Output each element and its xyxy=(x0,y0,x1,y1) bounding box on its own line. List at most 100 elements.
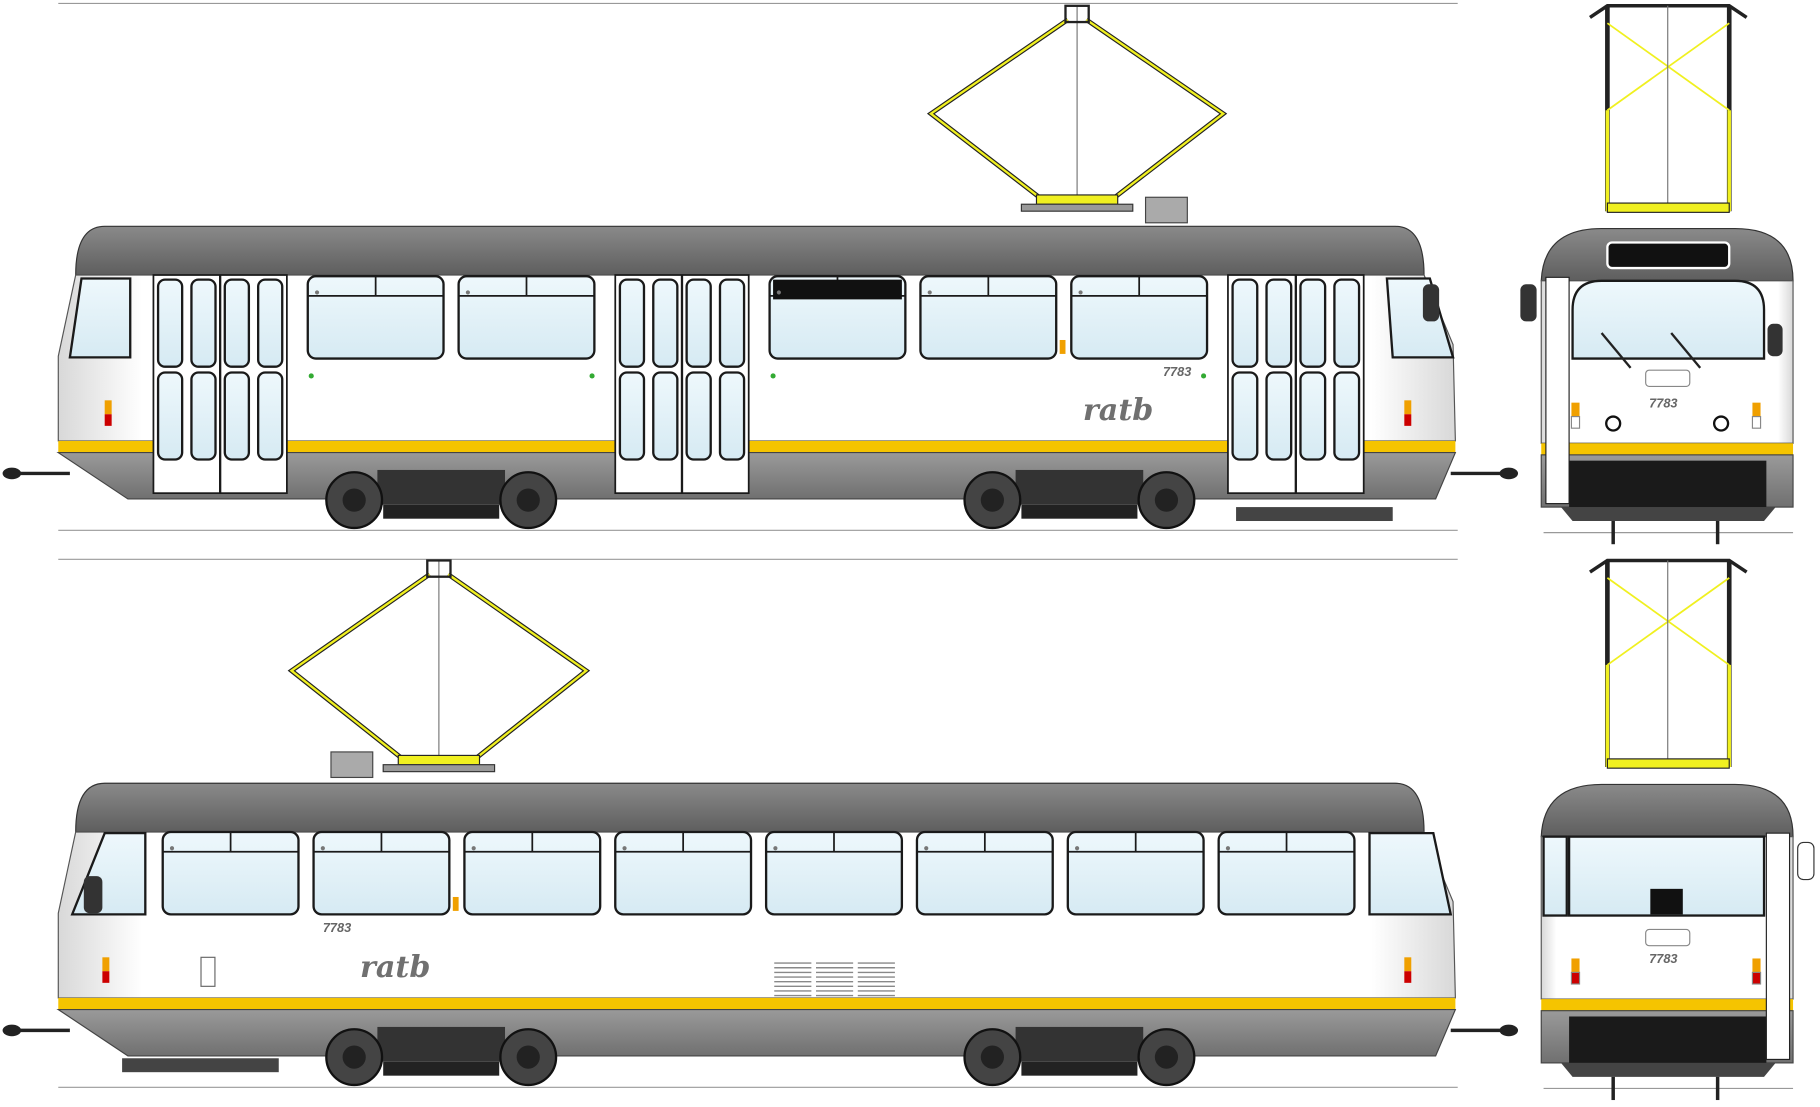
wheel-hub xyxy=(980,1045,1004,1069)
marker-light xyxy=(1571,402,1580,417)
rear-display xyxy=(1650,888,1683,915)
cab-window xyxy=(68,277,132,359)
bogie-frame xyxy=(383,1061,500,1076)
bogie-frame xyxy=(1021,504,1138,519)
pantograph-head xyxy=(426,559,452,578)
marker-light xyxy=(1571,958,1580,973)
roof xyxy=(75,782,1425,833)
bogie-frame xyxy=(1021,1061,1138,1076)
destination-display xyxy=(1606,241,1731,270)
tail-light xyxy=(102,971,110,983)
pantograph-arm-outline xyxy=(1085,17,1228,202)
wheel-hub xyxy=(980,488,1004,512)
yellow-stripe xyxy=(58,440,1456,453)
pantograph-base xyxy=(1606,758,1730,769)
ratb-logo-top-side: ratb xyxy=(1083,393,1153,428)
mirror xyxy=(1767,323,1783,357)
license-plate-holder xyxy=(1645,369,1691,387)
pantograph-arm-outline xyxy=(287,572,431,762)
pantograph-arm xyxy=(447,573,589,761)
door-window xyxy=(1333,278,1361,368)
indicator-light xyxy=(308,373,314,379)
skirt xyxy=(56,1008,1457,1057)
pantograph-base xyxy=(397,754,481,766)
pantograph-base xyxy=(1035,194,1119,205)
window-latch xyxy=(1078,290,1083,295)
anticlimber xyxy=(1560,507,1776,522)
underframe xyxy=(1569,1016,1767,1063)
door-window xyxy=(156,371,184,461)
roof xyxy=(1540,783,1794,838)
step-plate xyxy=(1236,507,1393,522)
tail-light xyxy=(1404,971,1412,983)
door-window xyxy=(1299,371,1327,461)
step-plate xyxy=(122,1058,279,1073)
door-window xyxy=(256,371,284,461)
tail-light xyxy=(1570,415,1581,429)
door-window xyxy=(1265,278,1293,368)
roof-equipment-box xyxy=(330,751,374,779)
vent-grille xyxy=(200,956,216,987)
fleet-number-front: 7783 xyxy=(1649,395,1677,410)
wiper xyxy=(1670,332,1702,369)
coupler-head xyxy=(2,467,22,480)
window-latch xyxy=(773,846,778,851)
wheel-hub xyxy=(516,488,540,512)
window-latch xyxy=(776,290,781,295)
indicator-light xyxy=(589,373,595,379)
indicator-light xyxy=(1201,373,1207,379)
door-window xyxy=(685,371,712,461)
tail-light xyxy=(1751,971,1762,985)
pantograph-head xyxy=(1064,4,1090,24)
marker-light xyxy=(1752,402,1761,417)
marker-light xyxy=(452,896,459,911)
wheel-hub xyxy=(516,1045,540,1069)
destination-display xyxy=(773,279,902,300)
side-view-window-side xyxy=(2,558,1519,1088)
window-latch xyxy=(1075,846,1080,851)
coupler-head xyxy=(1499,467,1519,480)
fleet-number-bottom-side: 7783 xyxy=(323,920,351,935)
door-window xyxy=(156,278,184,368)
roof-equipment-box xyxy=(1144,196,1188,224)
coupler-head xyxy=(1499,1024,1519,1037)
door-window xyxy=(618,278,646,368)
pantograph-arm-outline xyxy=(446,572,591,762)
door-window xyxy=(223,371,251,461)
yellow-stripe xyxy=(1541,443,1794,455)
door-window xyxy=(1231,371,1259,461)
wheel-hub xyxy=(342,488,366,512)
window-latch xyxy=(320,846,325,851)
door-window xyxy=(1265,371,1293,461)
rear-view xyxy=(1540,558,1815,1101)
bogie-frame xyxy=(1015,469,1144,505)
bogie-frame xyxy=(377,469,506,505)
yellow-stripe xyxy=(1541,999,1794,1011)
cab-window xyxy=(1385,277,1455,359)
anticlimber xyxy=(1560,1062,1776,1077)
marker-light xyxy=(102,957,110,972)
door-window xyxy=(256,278,284,368)
indicator-light xyxy=(770,373,776,379)
bogie-frame xyxy=(1015,1026,1144,1062)
window-latch xyxy=(465,290,470,295)
tail-light xyxy=(1404,414,1412,426)
door-window xyxy=(718,371,746,461)
door-window xyxy=(618,371,646,461)
door-window xyxy=(190,278,217,368)
tail-light xyxy=(1751,415,1762,429)
pantograph-arm xyxy=(1085,18,1226,201)
door-window xyxy=(1333,371,1361,461)
side-window xyxy=(1542,835,1568,917)
fleet-number-top-side: 7783 xyxy=(1163,364,1191,379)
marker-light xyxy=(1059,339,1066,354)
wheel-hub xyxy=(1154,1045,1179,1069)
marker-light xyxy=(1404,957,1412,972)
door-edge xyxy=(1765,832,1791,1061)
door-window xyxy=(1231,278,1259,368)
window-latch xyxy=(471,846,476,851)
coupler-head xyxy=(2,1024,22,1037)
window-latch xyxy=(1225,846,1231,851)
pantograph-arm-outline xyxy=(926,17,1070,202)
